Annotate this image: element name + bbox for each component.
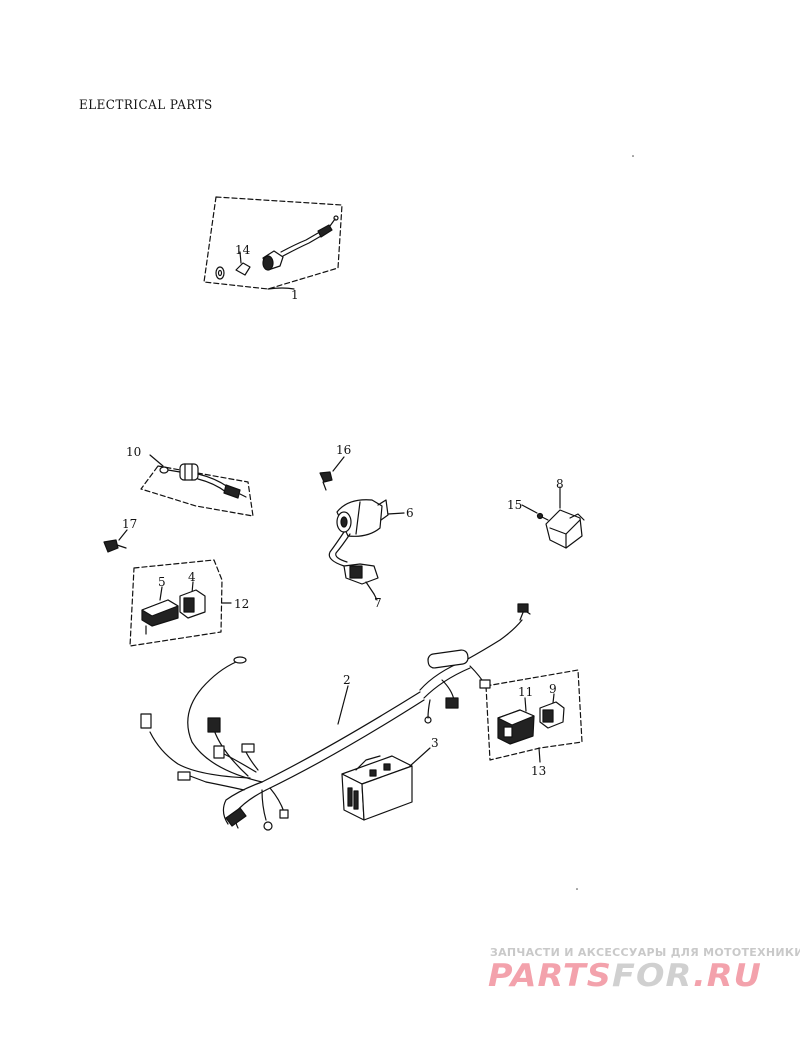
bolt-part-16 (319, 456, 345, 491)
watermark-logo: PARTSFOR.RU (488, 958, 762, 994)
callout-12: 12 (234, 597, 249, 611)
callout-1: 1 (291, 288, 299, 302)
callout-6: 6 (406, 506, 414, 520)
spark-plug-cap-part-7 (343, 563, 379, 601)
screw-part-15 (521, 504, 549, 521)
callout-labels: 14 1 10 16 6 8 15 17 5 4 12 7 2 11 9 3 1… (122, 243, 564, 778)
ignition-coil-part-6 (328, 499, 405, 567)
callout-5: 5 (158, 575, 166, 589)
watermark-tagline: ЗАПЧАСТИ И АКСЕССУАРЫ ДЛЯ МОТОТЕХНИКИ (490, 946, 800, 959)
callout-11: 11 (518, 685, 533, 699)
callout-14: 14 (235, 243, 251, 257)
callout-9: 9 (549, 682, 557, 696)
callout-4: 4 (188, 570, 196, 584)
wiring-harness-part-2 (140, 603, 531, 831)
watermark-logo-part3: .RU (692, 958, 762, 994)
switch-part-10 (140, 454, 254, 517)
watermark-logo-part2: FOR (612, 958, 693, 994)
callout-17: 17 (122, 517, 137, 531)
page-title: ELECTRICAL PARTS (79, 98, 213, 113)
callout-15: 15 (507, 498, 522, 512)
neutral-switch-assembly (203, 196, 343, 290)
washer-part (215, 266, 225, 280)
battery-part-3 (341, 747, 431, 821)
relay-assembly-13 (485, 669, 583, 763)
callout-3: 3 (431, 736, 439, 750)
callout-8: 8 (556, 477, 564, 491)
callout-13: 13 (531, 764, 546, 778)
bulb-part-14 (235, 262, 251, 276)
rectifier-part-8 (545, 486, 585, 549)
callout-10: 10 (126, 445, 141, 459)
relay-assembly-12 (129, 559, 232, 647)
bolt-part-17 (103, 529, 128, 553)
callout-16: 16 (336, 443, 351, 457)
watermark-logo-part1: PARTS (488, 958, 613, 994)
callout-7: 7 (374, 596, 382, 610)
callout-2: 2 (343, 673, 351, 687)
